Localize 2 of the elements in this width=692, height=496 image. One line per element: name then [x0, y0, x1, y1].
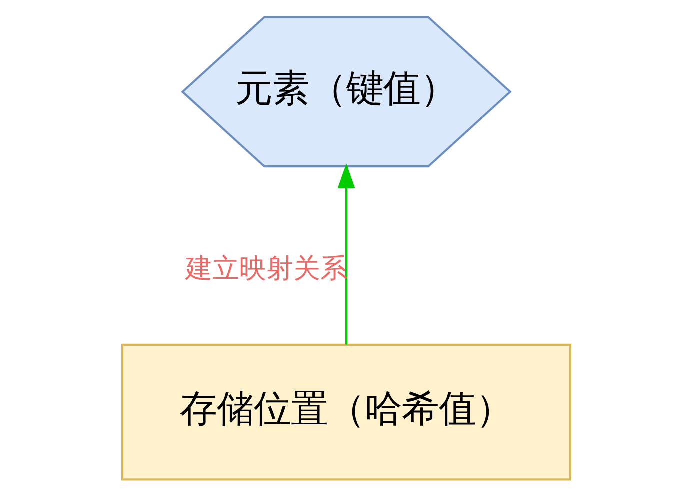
node-box: 存储位置（哈希值）	[121, 343, 571, 480]
arrow	[337, 163, 355, 344]
